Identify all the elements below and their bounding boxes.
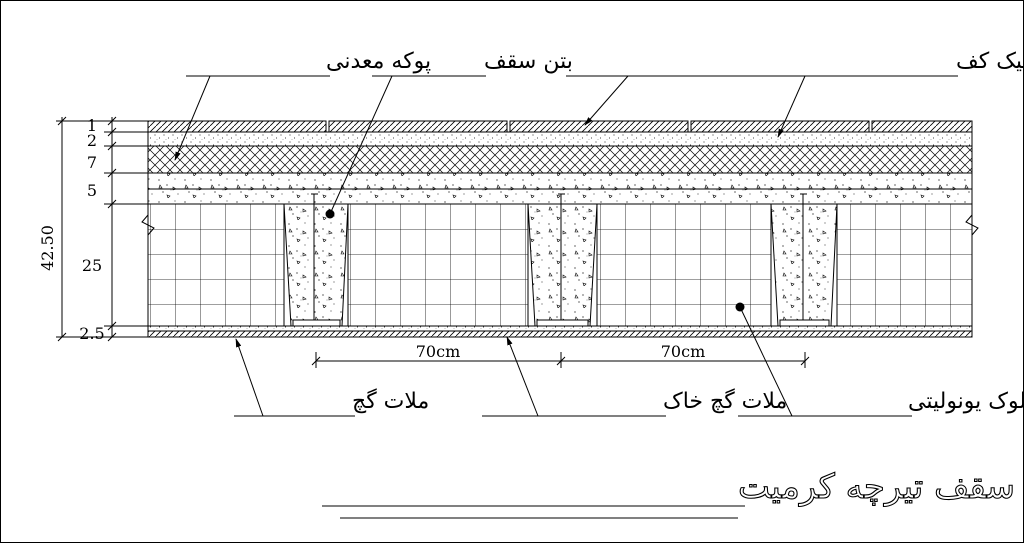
dim-layer-1: 1 [87, 116, 97, 135]
joist-3 [770, 203, 838, 327]
label-plaster-mortar: ملات گچ [352, 388, 429, 414]
leader-mortar-ceramic [566, 75, 958, 138]
vertical-dimensions [56, 116, 148, 342]
block-2 [347, 203, 529, 327]
concrete-joists [283, 193, 838, 327]
dim-layer-5: 25 [82, 256, 102, 275]
block-3 [596, 203, 772, 327]
plaster-layer [147, 330, 973, 338]
dim-spacing-1: 70cm [416, 342, 461, 361]
label-styrofoam-block: بلوک یونولیتی [908, 389, 1024, 414]
dim-layer-2: 2 [87, 131, 97, 150]
dim-total: 42.50 [38, 225, 57, 271]
break-line-right [965, 214, 979, 236]
block-1 [147, 203, 285, 327]
dim-layer-6: 2.5 [79, 324, 104, 343]
label-plaster-soil-mortar: ملات گچ خاک [663, 388, 787, 414]
break-line-left [141, 214, 155, 236]
leader-plaster-soil-mortar [482, 336, 666, 417]
ceramic-tile-layer [147, 120, 973, 133]
mineral-shell-layer [147, 145, 973, 174]
joist-1 [283, 203, 349, 327]
leader-plaster-mortar [234, 338, 355, 417]
block-4 [836, 203, 973, 327]
label-mineral-shell: پوکه معدنی [326, 49, 431, 74]
leader-roof-concrete [325, 75, 486, 219]
mortar-layer [147, 131, 973, 147]
dim-spacing-2: 70cm [661, 342, 706, 361]
joist-2 [527, 203, 598, 327]
drawing-title: جزییات سقف تیرچه کرمیت [738, 467, 1024, 507]
leader-mineral-shell [174, 75, 330, 161]
dim-layer-3: 7 [87, 153, 97, 172]
label-mortar-ceramic: ملات ماسه سیمان سرامیک کف [956, 49, 1024, 74]
label-roof-concrete: بتن سقف [484, 49, 573, 74]
horizontal-dimensions [311, 352, 810, 368]
dim-layer-4: 5 [87, 181, 97, 200]
plaster-soil-layer [147, 325, 973, 332]
styrofoam-blocks [147, 203, 973, 327]
leader-styrofoam-block [735, 302, 912, 417]
